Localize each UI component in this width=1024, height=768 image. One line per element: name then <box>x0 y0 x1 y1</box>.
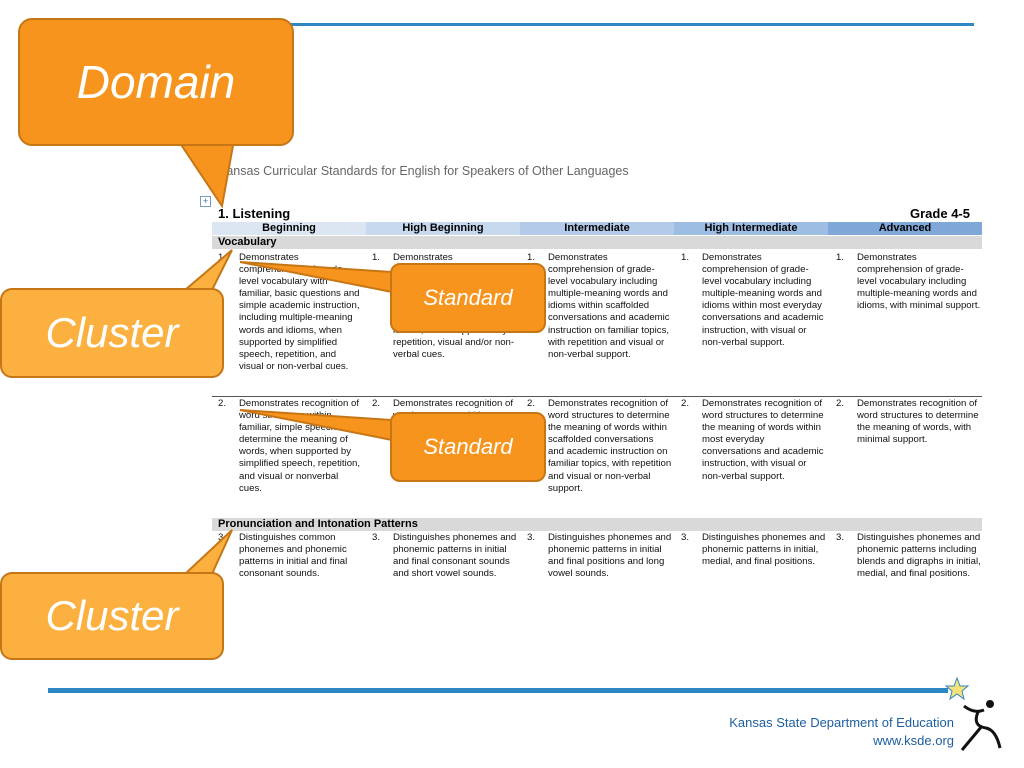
bottom-rule <box>48 688 948 693</box>
standard-text: Distinguishes phonemes and phonemic patt… <box>548 532 672 580</box>
standard-number: 1. <box>372 252 381 263</box>
standard-text: Demonstrates comprehension of grade-leve… <box>548 252 670 360</box>
level-high-intermediate: High Intermediate <box>674 222 828 235</box>
domain-callout-label: Domain <box>76 56 236 108</box>
standard-number: 3. <box>836 532 845 543</box>
footer-url[interactable]: www.ksde.org <box>873 733 954 748</box>
standard-text: Distinguishes common phonemes and phonem… <box>239 532 348 580</box>
standard-cell: 1. Demonstrates comprehension of grade-le… <box>836 252 982 392</box>
standard-pointer-top <box>239 261 393 294</box>
standard-text: Demonstrates recognition of word structu… <box>548 398 672 494</box>
cluster-callout-label: Cluster <box>45 592 179 639</box>
standard-number: 1. <box>681 252 690 263</box>
standard-number: 2. <box>218 398 227 409</box>
domain-callout: Domain <box>18 18 294 146</box>
standard-text: Demonstrates recognition of word structu… <box>702 398 824 482</box>
figure-head-icon <box>986 700 994 708</box>
standard-text: Distinguishes phonemes and phonemic patt… <box>702 532 826 568</box>
standard-text: Demonstrates comprehension of grade-leve… <box>857 252 981 312</box>
standard-text: Distinguishes phonemes and phonemic patt… <box>857 532 981 580</box>
level-beginning: Beginning <box>212 222 366 235</box>
standard-text: Demonstrates recognition of word structu… <box>857 398 979 446</box>
standard-pointer-bottom <box>239 409 393 442</box>
standard-number: 2. <box>372 398 381 409</box>
document-title: Kansas Curricular Standards for English … <box>218 164 629 178</box>
standard-cell: 2. Demonstrates recognition of word struc… <box>836 398 982 518</box>
table-move-handle-icon: + <box>200 196 211 207</box>
standard-text: Demonstrates comprehension of grade-leve… <box>702 252 824 348</box>
standard-callout-top: Standard <box>390 263 546 333</box>
standard-cell: 3. Distinguishes phonemes and phonemic pa… <box>836 532 982 588</box>
cluster-pronunciation: Pronunciation and Intonation Patterns <box>212 518 982 531</box>
standard-text: Distinguishes phonemes and phonemic patt… <box>393 532 517 580</box>
section-heading: 1. Listening <box>218 206 291 221</box>
cluster-pointer-top <box>182 249 233 291</box>
footer-org-name: Kansas State Department of Education <box>729 715 954 730</box>
standard-cell: 3. Distinguishes phonemes and phonemic pa… <box>372 532 518 588</box>
standard-cell: 3. Distinguishes phonemes and phonemic pa… <box>527 532 673 588</box>
standard-callout-bottom: Standard <box>390 412 546 482</box>
standard-cell: 3. Distinguishes common phonemes and phon… <box>218 532 364 588</box>
standard-number: 1. <box>836 252 845 263</box>
standard-number: 2. <box>681 398 690 409</box>
standard-number: 2. <box>527 398 536 409</box>
footer: Kansas State Department of Education www… <box>729 714 954 750</box>
row-divider <box>212 396 982 397</box>
star-icon <box>944 676 970 701</box>
cluster-pointer-bottom <box>182 529 233 575</box>
cluster-callout-label: Cluster <box>45 309 179 356</box>
level-intermediate: Intermediate <box>520 222 674 235</box>
standard-cell: 3. Distinguishes phonemes and phonemic pa… <box>681 532 827 588</box>
standard-cell: 2. Demonstrates recognition of word struc… <box>527 398 673 518</box>
standard-callout-label: Standard <box>423 434 513 459</box>
cluster-callout-bottom: Cluster <box>0 572 224 660</box>
standard-number: 1. <box>527 252 536 263</box>
standard-number: 3. <box>372 532 381 543</box>
top-rule <box>268 23 974 26</box>
domain-pointer <box>176 139 236 209</box>
cluster-callout-top: Cluster <box>0 288 224 378</box>
level-high-beginning: High Beginning <box>366 222 520 235</box>
level-header-row: Beginning High Beginning Intermediate Hi… <box>212 222 982 235</box>
standard-number: 2. <box>836 398 845 409</box>
level-advanced: Advanced <box>828 222 982 235</box>
standard-cell: 1. Demonstrates comprehension of grade-le… <box>681 252 827 392</box>
cluster-vocabulary: Vocabulary <box>212 236 982 249</box>
standard-number: 3. <box>527 532 536 543</box>
standard-number: 3. <box>218 532 227 543</box>
ksde-logo <box>944 676 1002 751</box>
grade-label: Grade 4-5 <box>910 206 970 221</box>
standard-cell: 2. Demonstrates recognition of word struc… <box>681 398 827 518</box>
standard-callout-label: Standard <box>423 285 513 310</box>
standard-number: 3. <box>681 532 690 543</box>
standard-cell: 1. Demonstrates comprehension of grade-le… <box>527 252 673 392</box>
